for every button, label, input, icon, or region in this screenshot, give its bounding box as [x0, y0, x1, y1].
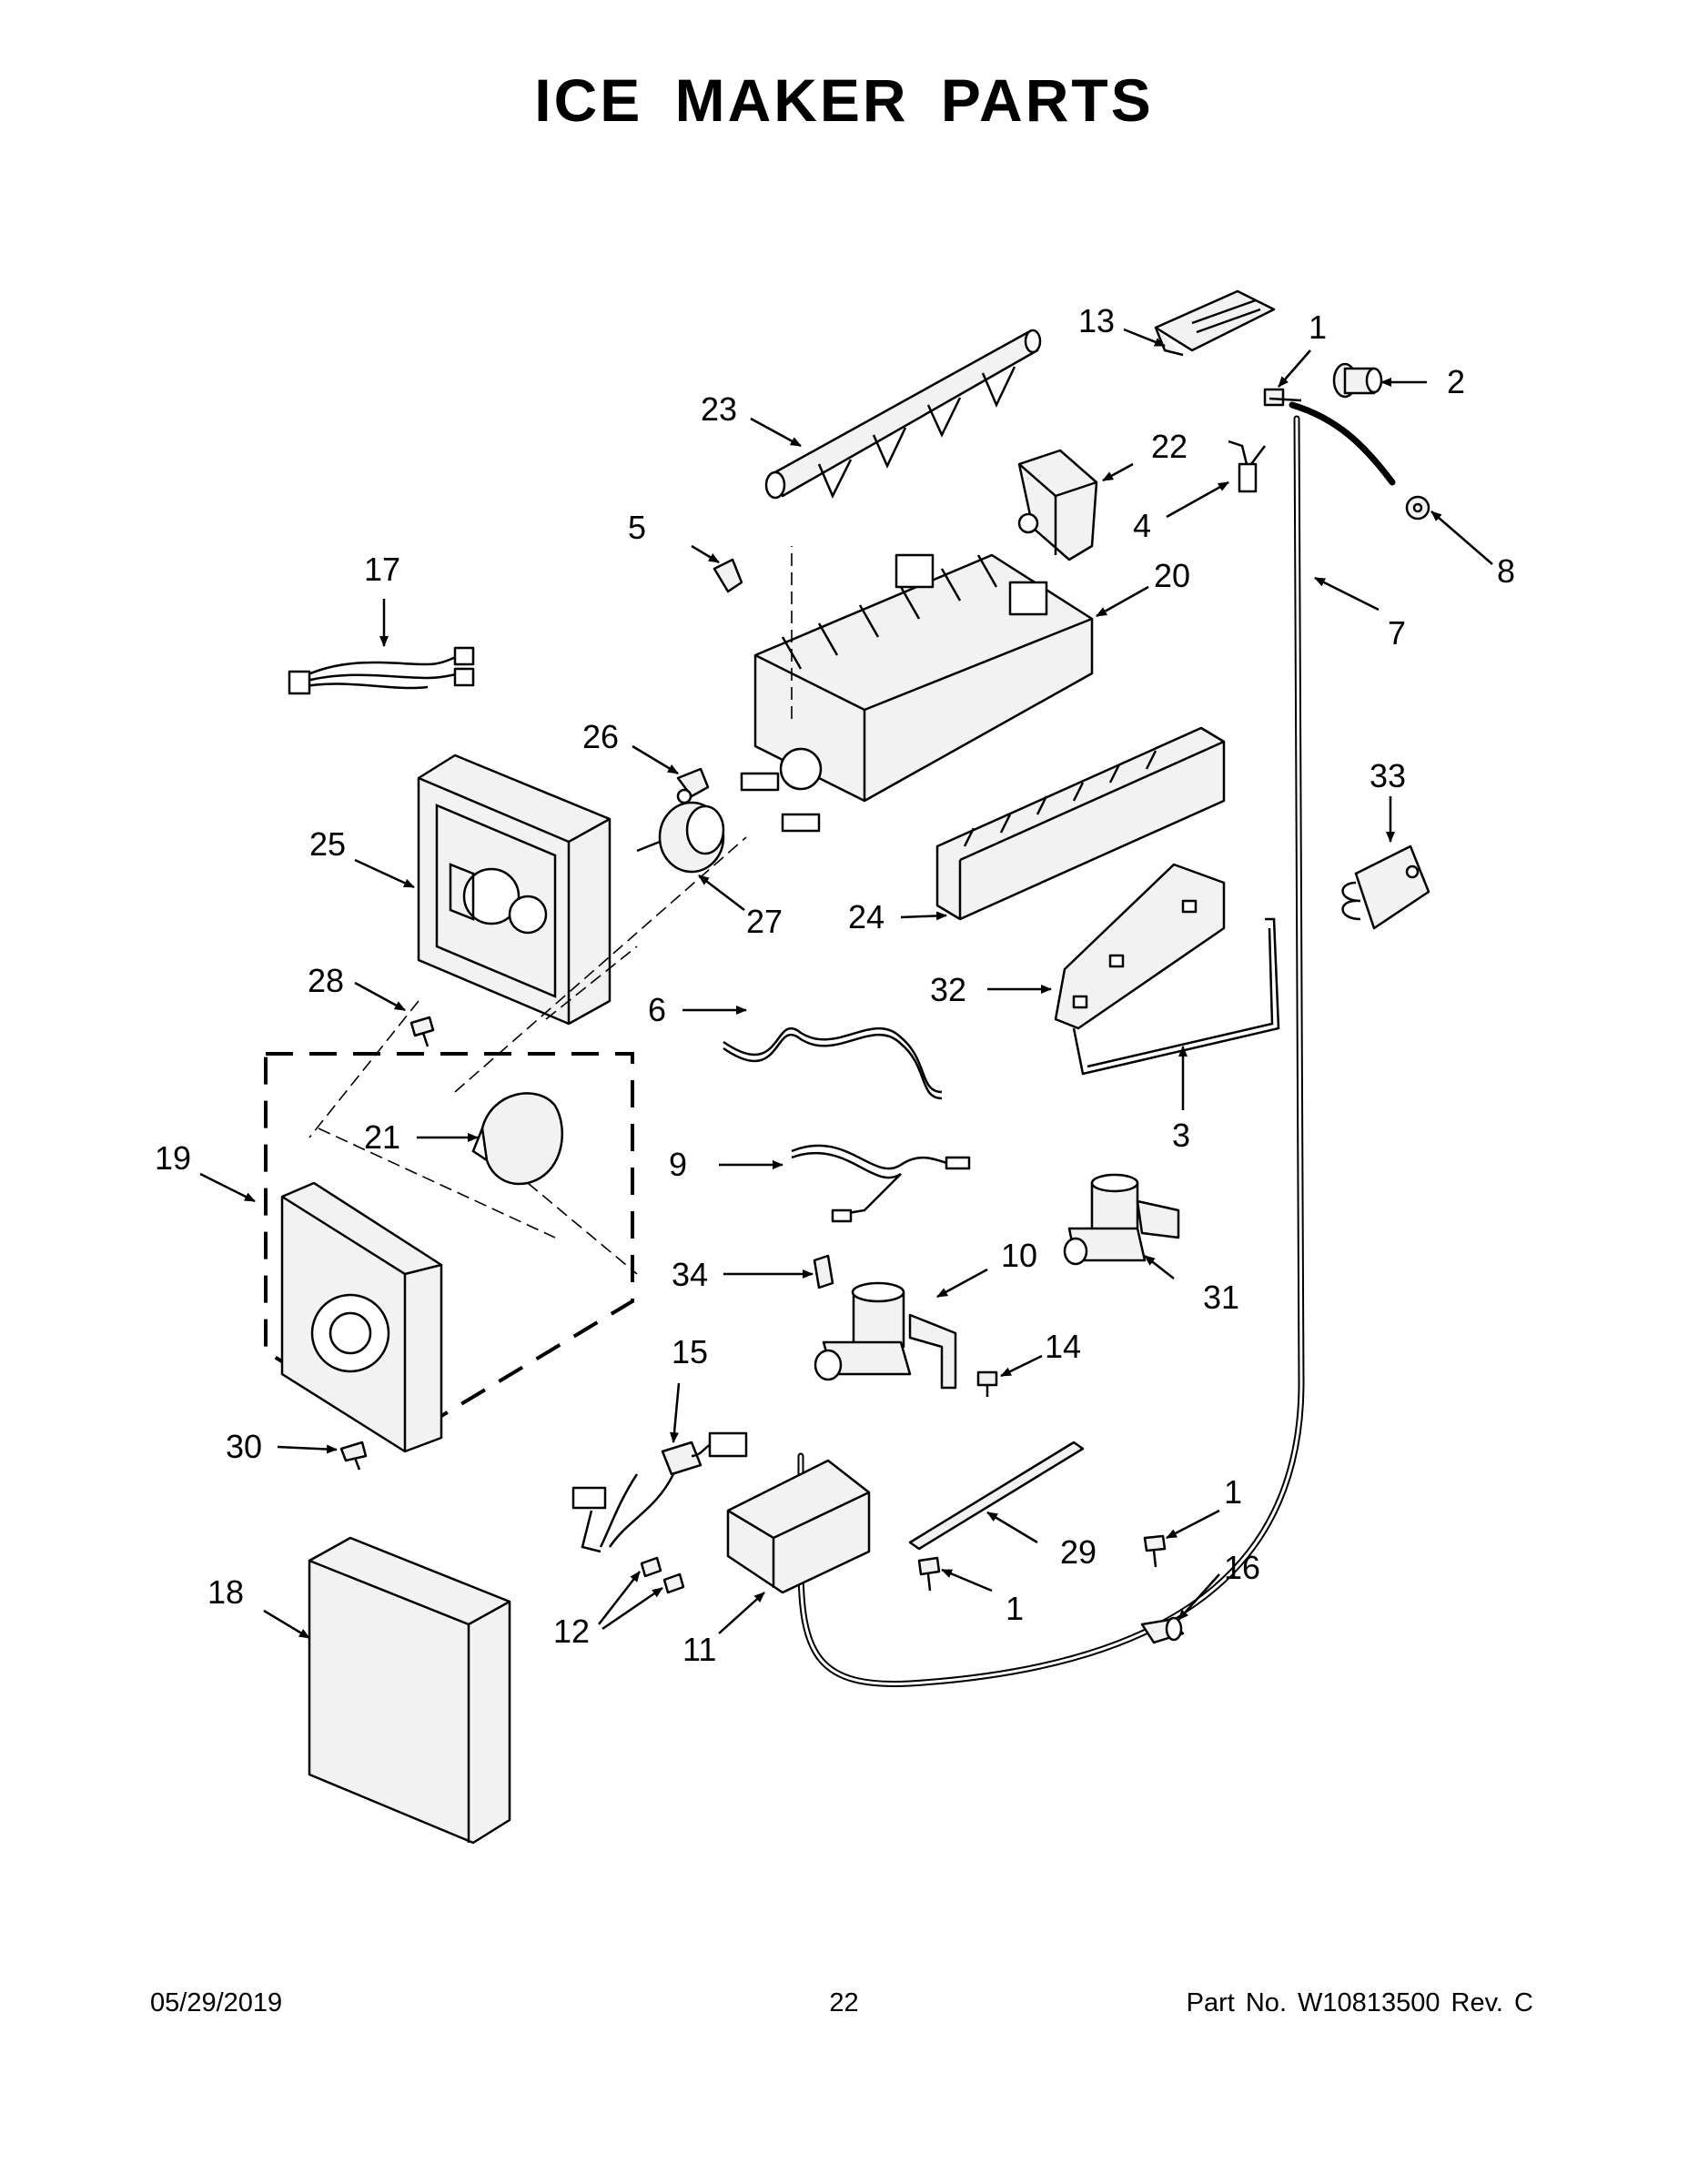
part-3-bail-arm	[1072, 917, 1280, 1076]
callout-34: 34	[672, 1256, 708, 1293]
part-25-housing	[417, 753, 612, 1026]
callout-8: 8	[1497, 552, 1515, 590]
callout-29: 29	[1060, 1533, 1097, 1571]
part-11-bracket	[726, 1459, 871, 1594]
callout-23: 23	[701, 390, 737, 428]
callout-1-right: 1	[1224, 1473, 1242, 1511]
callout-11: 11	[682, 1631, 716, 1668]
part-8-washer	[1405, 495, 1430, 521]
part-32-bracket	[1054, 863, 1226, 1030]
callout-32: 32	[930, 971, 966, 1008]
callout-2: 2	[1447, 363, 1465, 400]
part-20-mold	[740, 553, 1094, 833]
part-21-motor	[471, 1092, 563, 1186]
callout-19: 19	[155, 1139, 191, 1177]
callout-30: 30	[226, 1428, 262, 1465]
callout-4: 4	[1133, 507, 1151, 544]
callout-27: 27	[746, 903, 783, 940]
part-27-thermostat	[636, 801, 725, 874]
part-1-screw-bottom	[1143, 1534, 1167, 1568]
callout-1-top: 1	[1309, 308, 1327, 346]
part-33-clip	[1341, 844, 1430, 930]
part-29-strip	[908, 1441, 1085, 1551]
callout-labels: 13 1 2 23 22 4 8 5 20 7 17 26 33 25 27 2…	[155, 302, 1515, 1668]
callout-6: 6	[648, 991, 666, 1028]
part-1-screw-top	[1263, 388, 1302, 407]
callout-10: 10	[1001, 1237, 1037, 1274]
callout-17: 17	[364, 551, 400, 588]
callout-16: 16	[1224, 1549, 1260, 1586]
part-6-heater	[723, 1026, 943, 1100]
page-title: ICE MAKER PARTS	[534, 66, 1154, 134]
callout-13: 13	[1078, 302, 1115, 339]
part-28-screw	[409, 1016, 435, 1047]
part-34-clip	[813, 1254, 834, 1289]
callout-20: 20	[1154, 557, 1190, 594]
callout-33: 33	[1370, 757, 1406, 794]
part-16-clamp	[1140, 1616, 1185, 1644]
callout-22: 22	[1151, 428, 1188, 465]
part-22-fill-cup	[1017, 449, 1098, 561]
callout-5: 5	[628, 509, 646, 546]
leader-arrows	[199, 328, 1493, 1640]
part-17-harness	[288, 646, 475, 695]
part-19-kit-boundary	[264, 1052, 634, 1441]
part-13-cover	[1154, 289, 1276, 357]
callout-9: 9	[669, 1146, 687, 1183]
callout-21: 21	[364, 1118, 400, 1156]
callout-12: 12	[553, 1613, 590, 1650]
footer-part-number: Part No. W10813500 Rev. C	[1186, 1988, 1533, 2017]
part-30-screw	[339, 1441, 368, 1471]
callout-31: 31	[1203, 1279, 1239, 1316]
callout-14: 14	[1045, 1328, 1081, 1365]
part-19-module	[280, 1181, 443, 1453]
callout-15: 15	[672, 1333, 708, 1370]
callout-1-bottom: 1	[1006, 1590, 1024, 1627]
part-15-harness	[571, 1431, 748, 1553]
part-4-switch	[1228, 440, 1266, 493]
part-18-cover	[308, 1536, 511, 1845]
part-31-valve	[1063, 1173, 1180, 1266]
callout-26: 26	[582, 718, 619, 755]
part-7-fill-tube	[797, 401, 1396, 1687]
callout-25: 25	[309, 825, 346, 863]
part-10-valve	[814, 1281, 957, 1390]
part-5-clip	[713, 558, 743, 593]
callout-18: 18	[207, 1573, 244, 1611]
part-26-clip	[676, 767, 710, 804]
callout-7: 7	[1388, 614, 1406, 652]
part-2-fitting	[1332, 362, 1383, 399]
part-24-bracket	[935, 726, 1226, 921]
footer-date: 05/29/2019	[150, 1988, 283, 2017]
part-9-harness	[791, 1144, 971, 1223]
callout-24: 24	[848, 898, 884, 935]
callout-28: 28	[308, 962, 344, 999]
part-1-screw-mid	[917, 1556, 941, 1592]
callout-3: 3	[1172, 1117, 1190, 1154]
footer-page-number: 22	[829, 1988, 859, 2017]
part-14-screw	[976, 1370, 998, 1397]
part-23-ejector	[764, 329, 1042, 500]
part-12-screws	[640, 1556, 685, 1594]
